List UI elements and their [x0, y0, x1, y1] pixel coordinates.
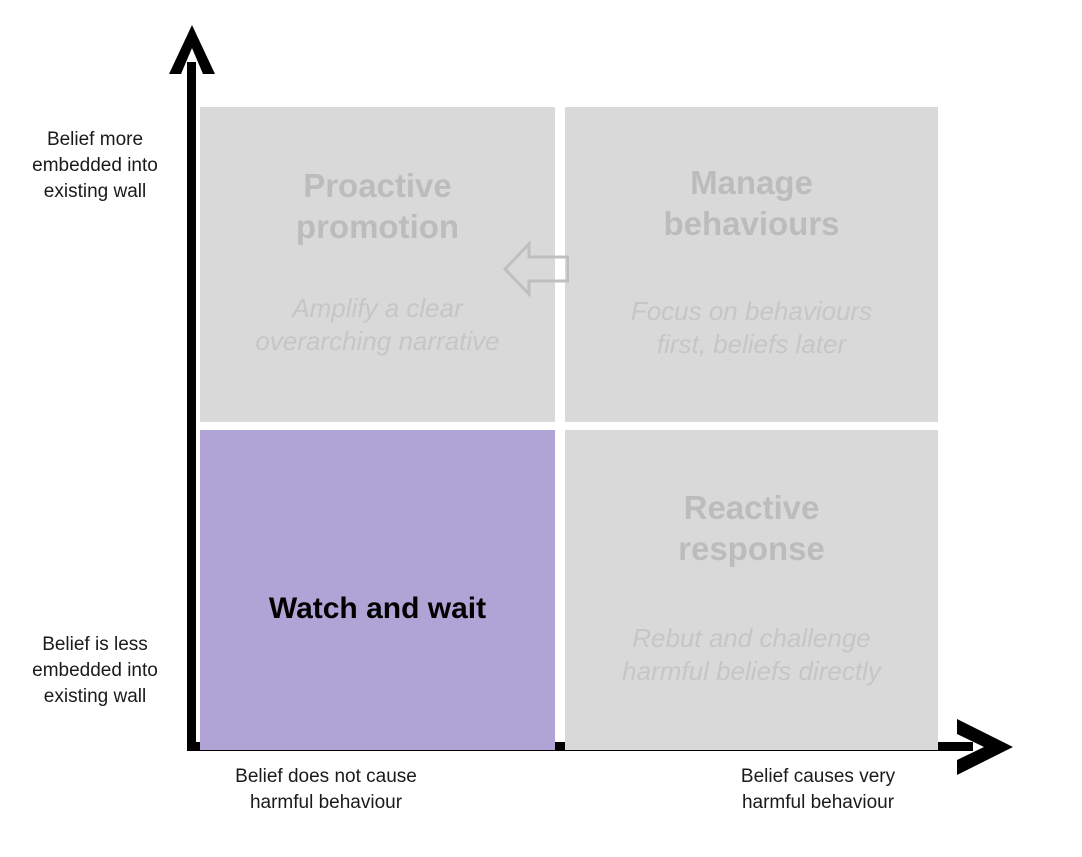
- y-axis-line: [187, 62, 196, 751]
- y-axis-high-label: Belief more embedded into existing wall: [32, 129, 158, 203]
- x-axis-high-label: Belief causes very harmful behaviour: [740, 766, 896, 814]
- quadrant-title: Reactive response: [678, 489, 825, 568]
- quadrant-proactive-promotion[interactable]: Proactive promotion Amplify a clear over…: [200, 107, 555, 422]
- quadrant-subtitle: Focus on behaviours first, beliefs later: [630, 295, 873, 359]
- flow-arrow-left-icon: [502, 240, 570, 298]
- quadrant-grid: Proactive promotion Amplify a clear over…: [200, 107, 938, 750]
- x-axis-low-label: Belief does not cause harmful behaviour: [235, 766, 417, 814]
- x-axis-arrowhead-icon: [952, 718, 1014, 776]
- quadrant-reactive-response[interactable]: Reactive response Rebut and challenge ha…: [565, 430, 938, 750]
- y-axis-arrowhead-icon: [168, 24, 216, 76]
- quadrant-manage-behaviours[interactable]: Manage behaviours Focus on behaviours fi…: [565, 107, 938, 422]
- y-axis-low-label: Belief is less embedded into existing wa…: [32, 634, 158, 708]
- quadrant-title: Proactive promotion: [295, 167, 460, 246]
- quadrant-title: Manage behaviours: [663, 164, 840, 243]
- quadrant-subtitle: Amplify a clear overarching narrative: [255, 292, 500, 356]
- quadrant-watch-and-wait[interactable]: Watch and wait: [200, 430, 555, 750]
- quadrant-subtitle: Rebut and challenge harmful beliefs dire…: [622, 622, 881, 686]
- quadrant-title: Watch and wait: [268, 592, 487, 625]
